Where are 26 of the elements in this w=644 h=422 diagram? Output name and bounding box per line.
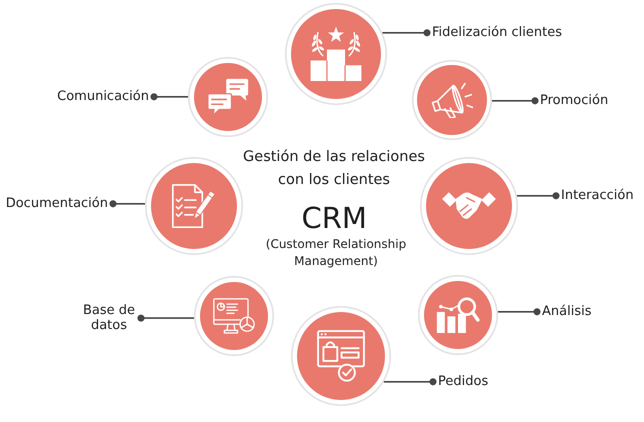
leader-line — [150, 93, 188, 100]
feature-circle — [291, 306, 391, 406]
category-label: Documentación — [6, 196, 108, 212]
category-label: Fidelización clientes — [432, 25, 562, 41]
acronym-expansion: (Customer Relationship Management) — [265, 236, 407, 270]
leader-line — [382, 29, 431, 36]
feature-circle — [412, 60, 492, 140]
leader-line — [498, 308, 541, 316]
leader-line — [384, 378, 437, 386]
acronym-text: CRM — [302, 201, 367, 235]
leader-line — [492, 97, 539, 104]
feature-circle — [188, 57, 268, 137]
category-label: Comunicación — [57, 89, 149, 105]
heading-text: Gestión de las relaciones con los clientes — [242, 148, 426, 190]
category-label: Promoción — [540, 93, 608, 109]
leader-line — [137, 314, 194, 322]
feature-circle — [418, 275, 498, 355]
leader-line — [109, 200, 145, 208]
category-label: Interacción — [561, 188, 634, 204]
category-label: Pedidos — [438, 374, 488, 390]
feature-circle — [145, 157, 243, 255]
leader-line — [516, 192, 560, 200]
category-label: Análisis — [542, 304, 592, 320]
category-label: Base de datos — [82, 302, 136, 334]
feature-circle — [285, 3, 387, 105]
feature-circle — [194, 276, 274, 356]
